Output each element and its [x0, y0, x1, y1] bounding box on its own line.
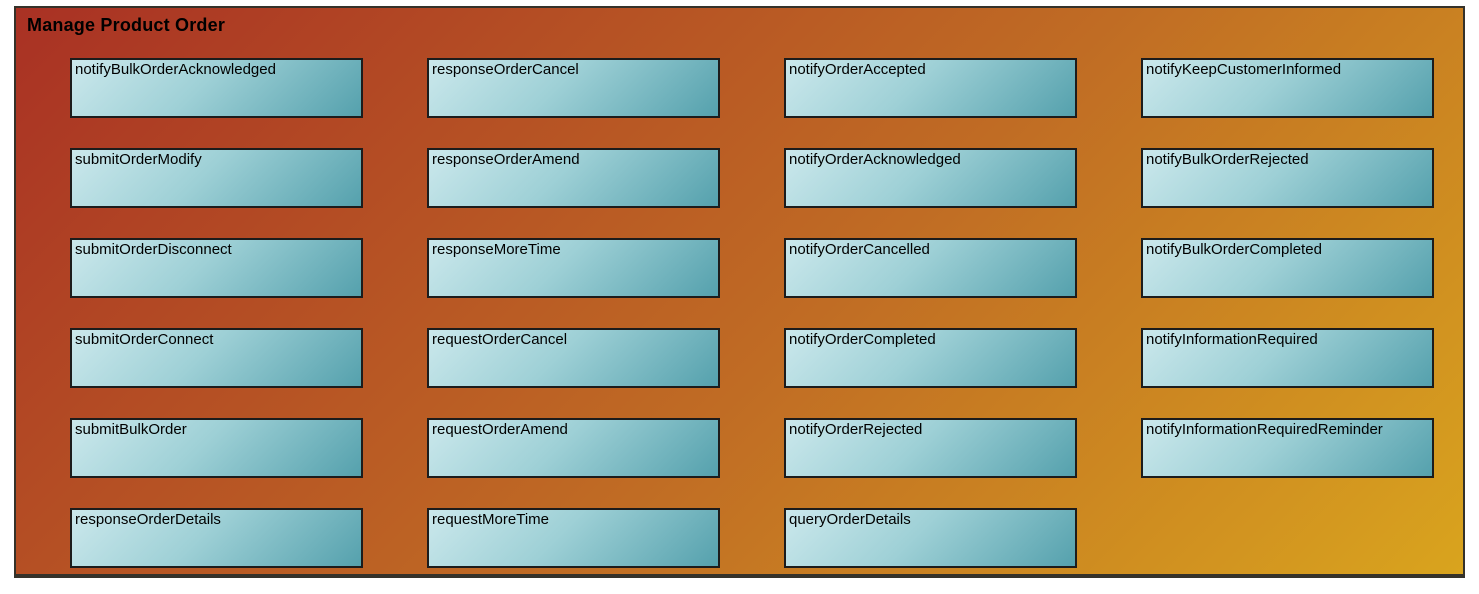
operation-label: queryOrderDetails [789, 511, 911, 528]
operation-box-responseOrderCancel[interactable]: responseOrderCancel [427, 58, 720, 118]
operation-box-notifyOrderAcknowledged[interactable]: notifyOrderAcknowledged [784, 148, 1077, 208]
manage-product-order-frame: Manage Product Order notifyBulkOrderAckn… [14, 6, 1465, 578]
operation-label: submitOrderDisconnect [75, 241, 232, 258]
operation-column-3: notifyOrderAccepted notifyOrderAcknowledg… [784, 58, 1077, 568]
operation-box-notifyOrderRejected[interactable]: notifyOrderRejected [784, 418, 1077, 478]
operation-label: submitOrderConnect [75, 331, 214, 348]
operation-box-requestMoreTime[interactable]: requestMoreTime [427, 508, 720, 568]
operation-label: notifyOrderCompleted [789, 331, 936, 348]
diagram-title: Manage Product Order [27, 15, 226, 35]
operation-box-notifyInformationRequiredReminder[interactable]: notifyInformationRequiredReminder [1141, 418, 1434, 478]
operation-label: notifyKeepCustomerInformed [1146, 61, 1342, 78]
operation-label: requestMoreTime [432, 511, 549, 528]
operation-label: notifyBulkOrderRejected [1146, 151, 1309, 168]
operation-label: notifyBulkOrderAcknowledged [75, 61, 276, 78]
operation-box-notifyOrderAccepted[interactable]: notifyOrderAccepted [784, 58, 1077, 118]
operation-label: responseOrderCancel [432, 61, 579, 78]
operation-label: submitBulkOrder [75, 421, 187, 438]
operation-box-notifyInformationRequired[interactable]: notifyInformationRequired [1141, 328, 1434, 388]
operation-label: notifyInformationRequiredReminder [1146, 421, 1383, 438]
operation-column-1: notifyBulkOrderAcknowledged submitOrderMo… [70, 58, 363, 568]
operation-box-notifyKeepCustomerInformed[interactable]: notifyKeepCustomerInformed [1141, 58, 1434, 118]
operation-label: notifyOrderCancelled [789, 241, 930, 258]
operations-grid: notifyBulkOrderAcknowledged submitOrderMo… [70, 58, 1434, 568]
operation-label: requestOrderAmend [432, 421, 568, 438]
operation-box-requestOrderAmend[interactable]: requestOrderAmend [427, 418, 720, 478]
operation-box-notifyOrderCompleted[interactable]: notifyOrderCompleted [784, 328, 1077, 388]
operation-column-2: responseOrderCancel responseOrderAmend res… [427, 58, 720, 568]
operation-label: requestOrderCancel [432, 331, 568, 348]
operation-box-notifyBulkOrderRejected[interactable]: notifyBulkOrderRejected [1141, 148, 1434, 208]
operation-box-submitOrderDisconnect[interactable]: submitOrderDisconnect [70, 238, 363, 298]
operation-box-submitBulkOrder[interactable]: submitBulkOrder [70, 418, 363, 478]
operation-box-responseOrderDetails[interactable]: responseOrderDetails [70, 508, 363, 568]
operation-box-responseOrderAmend[interactable]: responseOrderAmend [427, 148, 720, 208]
operation-box-submitOrderConnect[interactable]: submitOrderConnect [70, 328, 363, 388]
operation-label: responseOrderDetails [75, 511, 221, 528]
operation-label: notifyOrderAccepted [789, 61, 926, 78]
operation-box-notifyBulkOrderCompleted[interactable]: notifyBulkOrderCompleted [1141, 238, 1434, 298]
operation-label: responseMoreTime [432, 241, 561, 258]
operation-box-notifyOrderCancelled[interactable]: notifyOrderCancelled [784, 238, 1077, 298]
operation-box-submitOrderModify[interactable]: submitOrderModify [70, 148, 363, 208]
operation-box-notifyBulkOrderAcknowledged[interactable]: notifyBulkOrderAcknowledged [70, 58, 363, 118]
operation-box-requestOrderCancel[interactable]: requestOrderCancel [427, 328, 720, 388]
operation-box-responseMoreTime[interactable]: responseMoreTime [427, 238, 720, 298]
operation-label: notifyBulkOrderCompleted [1146, 241, 1322, 258]
operation-column-4: notifyKeepCustomerInformed notifyBulkOrde… [1141, 58, 1434, 568]
operation-label: responseOrderAmend [432, 151, 580, 168]
operation-label: notifyInformationRequired [1146, 331, 1318, 348]
operation-label: notifyOrderRejected [789, 421, 923, 438]
operation-label: notifyOrderAcknowledged [789, 151, 961, 168]
operation-box-queryOrderDetails[interactable]: queryOrderDetails [784, 508, 1077, 568]
operation-label: submitOrderModify [75, 151, 202, 168]
